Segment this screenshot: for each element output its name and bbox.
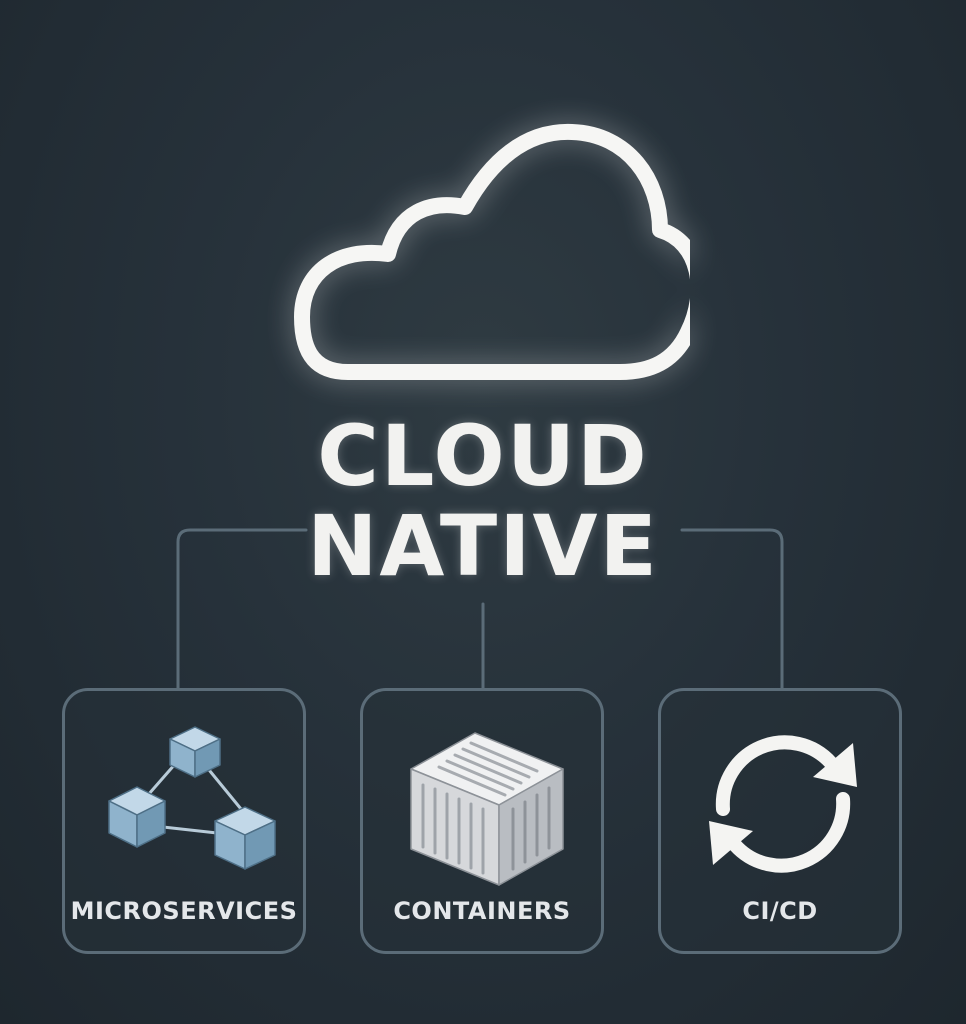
cicd-label: CI/CD [742,897,818,925]
connected-cubes-icon [108,726,276,870]
title-native: NATIVE [307,497,659,595]
shipping-container-icon [410,732,564,886]
refresh-cycle-icon [709,735,857,873]
containers-label: CONTAINERS [393,897,571,925]
microservices-label: MICROSERVICES [70,897,298,925]
cloud-icon [290,112,707,388]
title-cloud: CLOUD [317,407,649,505]
microservices-card: MICROSERVICES [62,688,306,954]
containers-card: CONTAINERS [360,688,604,954]
cicd-card: CI/CD [658,688,902,954]
